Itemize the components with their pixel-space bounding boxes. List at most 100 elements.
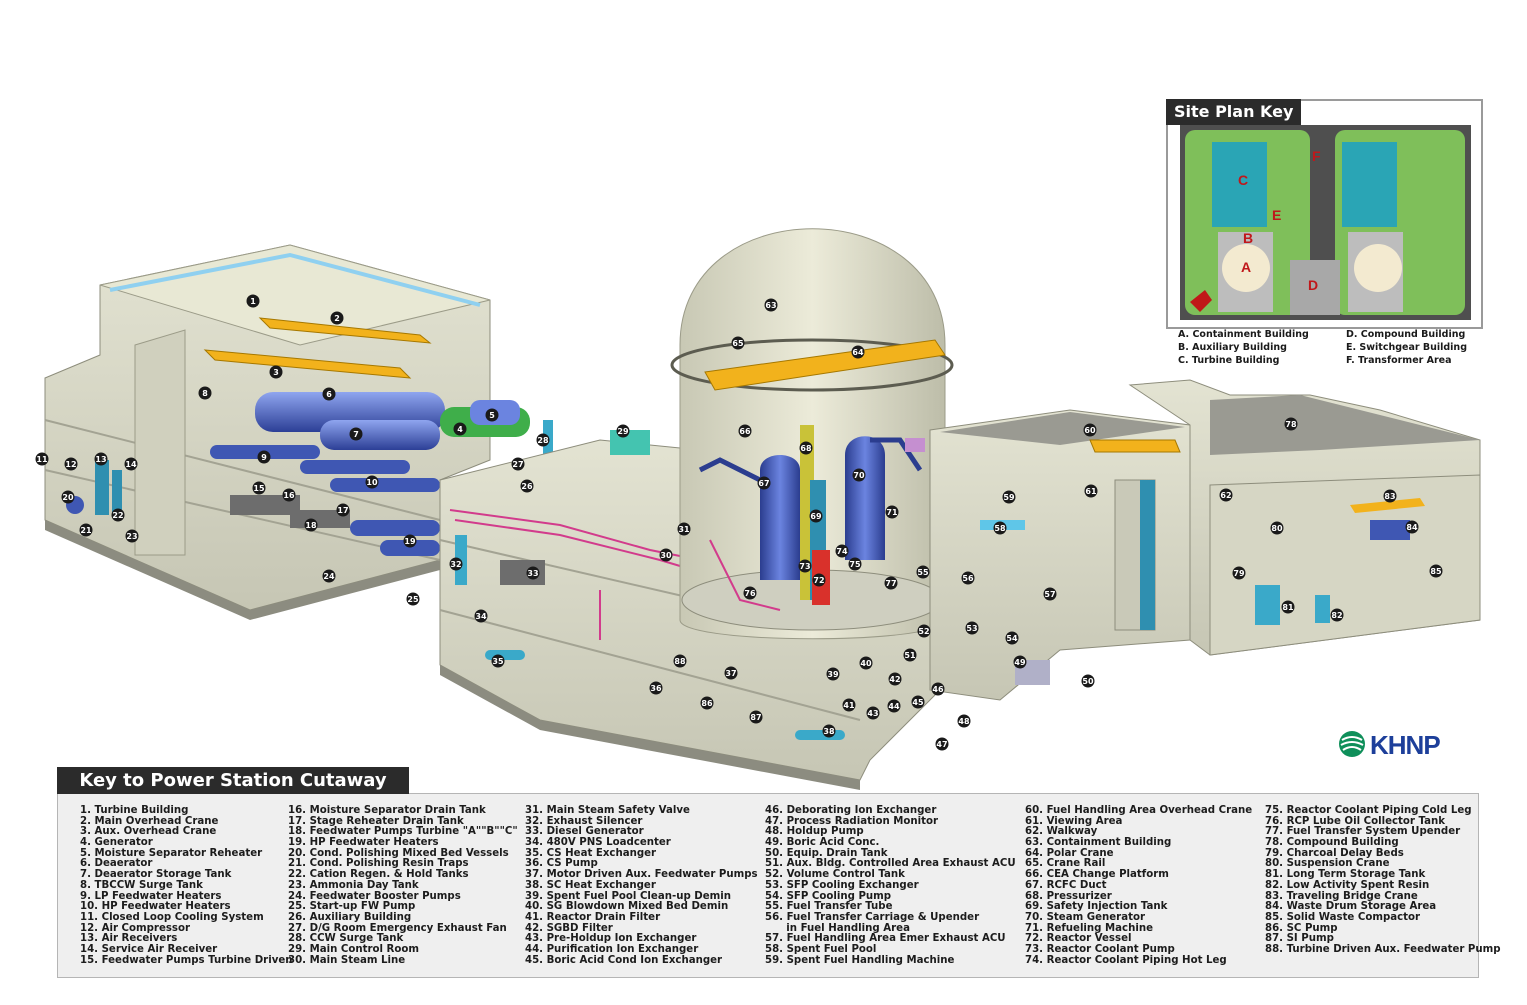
key-entry: 13. Air Receivers (80, 933, 178, 945)
callout-marker (842, 698, 856, 712)
callout-marker (848, 557, 862, 571)
callout-number: 10 (366, 478, 378, 487)
callout-number: 2 (334, 314, 340, 323)
callout-marker (935, 737, 949, 751)
callout-marker (1083, 423, 1097, 437)
callout-number: 48 (958, 717, 970, 726)
callout-marker (1005, 631, 1019, 645)
callout-marker (406, 592, 420, 606)
callout-marker (809, 509, 823, 523)
key-entry: 59. Spent Fuel Handling Machine (765, 954, 955, 966)
callout-marker (322, 569, 336, 583)
khnp-logo-mark-icon (1339, 731, 1365, 757)
key-entry: 64. Polar Crane (1025, 847, 1114, 859)
callout-number: 65 (732, 339, 744, 348)
callout-marker (124, 457, 138, 471)
callout-number: 66 (739, 427, 751, 436)
callout-number: 70 (853, 471, 865, 480)
callout-marker (520, 479, 534, 493)
key-entry: 6. Deaerator (80, 858, 153, 870)
callout-number: 87 (750, 713, 761, 722)
key-entry: 40. SG Blowdown Mixed Bed Demin (525, 901, 729, 913)
callout-marker (965, 621, 979, 635)
legend-item-b: B. Auxiliary Building (1178, 342, 1287, 353)
key-entry: 56. Fuel Transfer Carriage & Upender (765, 911, 980, 923)
callout-marker (511, 457, 525, 471)
callout-marker (526, 566, 540, 580)
callout-number: 19 (404, 537, 416, 546)
callout-number: 27 (512, 460, 523, 469)
key-entry: 73. Reactor Coolant Pump (1025, 943, 1175, 955)
key-entry: 51. Aux. Bldg. Controlled Area Exhaust A… (765, 858, 1016, 870)
callout-number: 81 (1282, 603, 1294, 612)
callout-marker (743, 586, 757, 600)
callout-number: 53 (966, 624, 977, 633)
key-panel (57, 793, 1479, 978)
key-entry: 85. Solid Waste Compactor (1265, 911, 1421, 923)
key-entry: 68. Pressurizer (1025, 890, 1112, 902)
callout-number: 82 (1331, 611, 1342, 620)
khnp-logo-text: KHNP (1370, 730, 1441, 760)
callout-number: 56 (962, 574, 974, 583)
callout-number: 88 (674, 657, 686, 666)
callout-number: 80 (1271, 524, 1283, 533)
callout-number: 60 (1084, 426, 1096, 435)
key-entry: 23. Ammonia Day Tank (288, 879, 419, 891)
key-entry: 58. Spent Fuel Pool (765, 943, 877, 955)
key-entry: 80. Suspension Crane (1265, 858, 1390, 870)
callout-marker (903, 648, 917, 662)
callout-marker (649, 681, 663, 695)
callout-marker (257, 450, 271, 464)
site-label-d: D (1308, 277, 1319, 293)
callout-number: 52 (918, 627, 929, 636)
callout-marker (993, 521, 1007, 535)
callout-number: 13 (95, 455, 106, 464)
site-label-b: B (1243, 230, 1254, 246)
callout-number: 31 (678, 525, 690, 534)
callout-marker (1383, 489, 1397, 503)
callout-number: 24 (323, 572, 335, 581)
callout-marker (764, 298, 778, 312)
callout-marker (931, 682, 945, 696)
key-entry: 15. Feedwater Pumps Turbine Driven (80, 954, 293, 966)
key-entry: 69. Safety Injection Tank (1025, 901, 1168, 913)
callout-number: 51 (904, 651, 916, 660)
key-entry: 19. HP Feedwater Heaters (288, 837, 439, 849)
key-entry: 50. Equip. Drain Tank (765, 847, 888, 859)
callout-number: 72 (813, 576, 824, 585)
key-entry: 79. Charcoal Delay Beds (1265, 847, 1404, 859)
callout-marker (198, 386, 212, 400)
callout-marker (822, 724, 836, 738)
key-entry: 57. Fuel Handling Area Emer Exhaust ACU (765, 933, 1006, 945)
callout-marker (474, 609, 488, 623)
callout-number: 67 (758, 479, 769, 488)
callout-marker (884, 576, 898, 590)
callout-number: 14 (125, 460, 137, 469)
key-entry: 46. Deborating Ion Exchanger (765, 805, 937, 816)
callout-number: 47 (936, 740, 947, 749)
callout-marker (812, 573, 826, 587)
site-label-a: A (1241, 259, 1252, 275)
callout-number: 15 (253, 484, 265, 493)
callout-marker (79, 523, 93, 537)
key-entry: 63. Containment Building (1025, 837, 1172, 849)
callout-number: 12 (65, 460, 76, 469)
callout-number: 35 (492, 657, 504, 666)
callout-marker (61, 490, 75, 504)
callout-marker (246, 294, 260, 308)
callout-marker (731, 336, 745, 350)
key-entry: 16. Moisture Separator Drain Tank (288, 805, 486, 816)
key-entry: 53. SFP Cooling Exchanger (765, 879, 919, 891)
key-entry: 71. Refueling Machine (1025, 922, 1153, 934)
callout-number: 73 (799, 562, 810, 571)
key-title: Key to Power Station Cutaway (57, 767, 409, 794)
key-entry: 83. Traveling Bridge Crane (1265, 890, 1418, 902)
key-entry: 29. Main Control Room (288, 943, 420, 955)
key-entry: 27. D/G Room Emergency Exhaust Fan (288, 922, 507, 934)
callout-marker (673, 654, 687, 668)
callout-number: 58 (994, 524, 1006, 533)
key-entry: 34. 480V PNS Loadcenter (525, 837, 671, 849)
callout-marker (35, 452, 49, 466)
callout-number: 33 (527, 569, 538, 578)
